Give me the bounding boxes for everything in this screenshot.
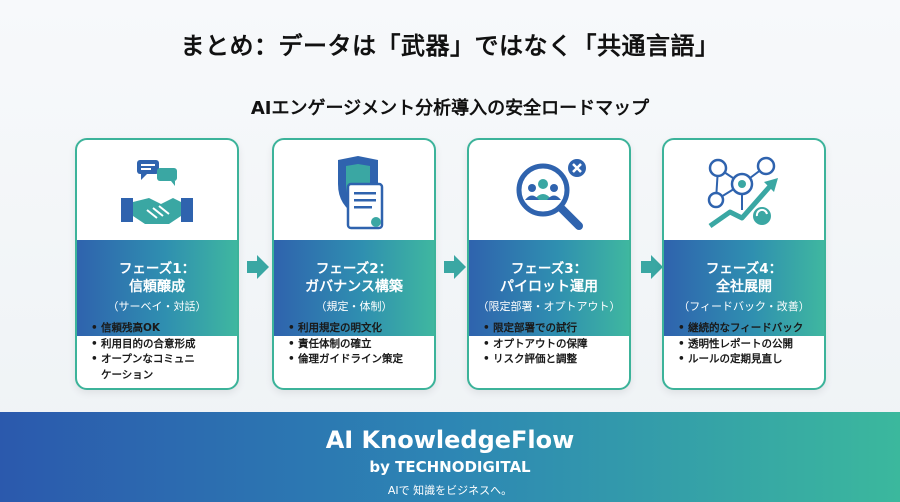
tagline: AIで 知識をビジネスへ。 — [387, 484, 513, 497]
magnifier-people-icon — [469, 148, 629, 240]
footer-banner: AI KnowledgeFlow by TECHNODIGITAL AIで 知識… — [0, 412, 900, 502]
phase-items: 信頼残高OK 利用目的の合意形成 オープンなコミュニ ケーション — [91, 321, 231, 383]
arrow-right-icon — [444, 255, 466, 279]
list-item: 信頼残高OK — [91, 321, 231, 337]
phase-number: フェーズ4： — [705, 261, 783, 277]
phase-band-3: フェーズ3： パイロット運用 （限定部署・オプトアウト） — [469, 240, 629, 336]
handshake-icon — [77, 148, 237, 240]
list-item: ケーション — [101, 368, 154, 381]
list-item: リスク評価と調整 — [483, 352, 623, 368]
brand-name: AI KnowledgeFlow — [325, 426, 575, 454]
phase-items: 継続的なフィードバック 透明性レポートの公開 ルールの定期見直し — [678, 321, 818, 368]
phase-name: パイロット運用 — [500, 279, 598, 295]
phase-name: 信頼醸成 — [129, 279, 185, 295]
phase-items: 利用規定の明文化 責任体制の確立 倫理ガイドライン策定 — [288, 321, 428, 368]
list-item: 責任体制の確立 — [288, 337, 428, 353]
phase-card-3: フェーズ3： パイロット運用 （限定部署・オプトアウト） 限定部署での試行 オプ… — [467, 138, 631, 390]
phase-note: （フィードバック・改善） — [678, 300, 810, 313]
phase-number: フェーズ3： — [510, 261, 588, 277]
list-item: 限定部署での試行 — [483, 321, 623, 337]
page-title: まとめ：データは「武器」ではなく「共通言語」 — [180, 32, 720, 60]
phase-card-4: フェーズ4： 全社展開 （フィードバック・改善） 継続的なフィードバック 透明性… — [662, 138, 826, 390]
list-item: 利用目的の合意形成 — [91, 337, 231, 353]
phase-name: 全社展開 — [716, 279, 772, 295]
phase-number: フェーズ1： — [118, 261, 196, 277]
phase-number: フェーズ2： — [315, 261, 393, 277]
phase-band-2: フェーズ2： ガバナンス構築 （規定・体制） — [274, 240, 434, 336]
network-growth-icon — [664, 148, 824, 240]
list-item: オープンなコミュニ — [91, 352, 231, 368]
phase-band-4: フェーズ4： 全社展開 （フィードバック・改善） — [664, 240, 824, 336]
list-item: 倫理ガイドライン策定 — [288, 352, 428, 368]
shield-document-icon — [274, 148, 434, 240]
list-item: 透明性レポートの公開 — [678, 337, 818, 353]
list-item: 利用規定の明文化 — [288, 321, 428, 337]
list-item: オプトアウトの保障 — [483, 337, 623, 353]
arrow-right-icon — [641, 255, 663, 279]
roadmap-subtitle: AIエンゲージメント分析導入の安全ロードマップ — [250, 98, 650, 119]
phase-card-2: フェーズ2： ガバナンス構築 （規定・体制） 利用規定の明文化 責任体制の確立 … — [272, 138, 436, 390]
arrow-right-icon — [247, 255, 269, 279]
phase-name: ガバナンス構築 — [305, 279, 403, 295]
list-item: ルールの定期見直し — [678, 352, 818, 368]
phase-note: （サーベイ・対話） — [107, 300, 207, 313]
phase-items: 限定部署での試行 オプトアウトの保障 リスク評価と調整 — [483, 321, 623, 368]
phase-note: （限定部署・オプトアウト） — [477, 300, 621, 313]
list-item: 継続的なフィードバック — [678, 321, 818, 337]
phase-band-1: フェーズ1： 信頼醸成 （サーベイ・対話） — [77, 240, 237, 336]
phase-card-1: フェーズ1： 信頼醸成 （サーベイ・対話） 信頼残高OK 利用目的の合意形成 オ… — [75, 138, 239, 390]
phase-note: （規定・体制） — [315, 300, 393, 313]
company-name: by TECHNODIGITAL — [369, 458, 531, 476]
